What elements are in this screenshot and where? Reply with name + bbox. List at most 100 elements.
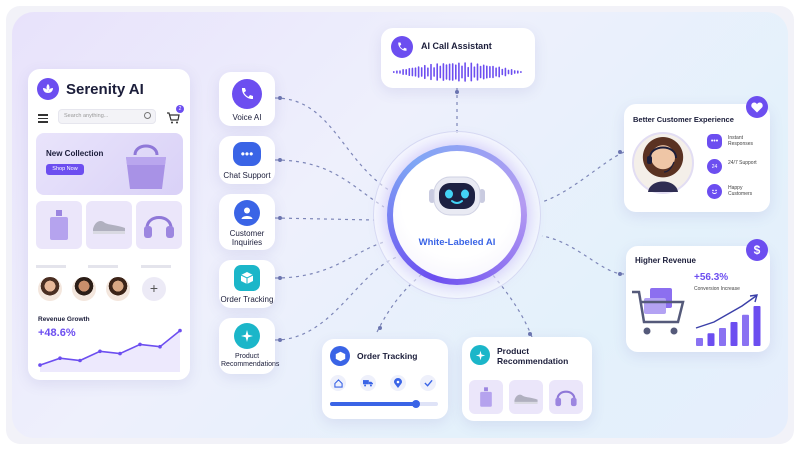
hub-core[interactable]: White-Labeled AI xyxy=(393,151,521,279)
waveform-bar xyxy=(498,66,500,78)
channel-customer-inquiries[interactable]: Customer Inquiries xyxy=(219,194,275,250)
revenue-growth-value: +48.6% xyxy=(38,327,76,339)
experience-item: Instant Responses xyxy=(728,135,754,147)
growth-line xyxy=(39,329,181,366)
experience-item: Happy Customers xyxy=(728,185,753,197)
clock-icon: 24 xyxy=(707,159,722,174)
agent-avatar xyxy=(632,132,694,194)
channel-voice-ai[interactable]: Voice AI xyxy=(219,72,275,126)
waveform-bar xyxy=(451,63,454,81)
waveform-bar xyxy=(464,62,466,82)
perfume-product[interactable] xyxy=(469,380,503,414)
waveform-bar xyxy=(396,70,398,74)
sparkle-icon xyxy=(234,323,260,349)
channel-label: Product Recommendations xyxy=(221,353,280,368)
sneaker-product[interactable] xyxy=(86,201,132,249)
channel-label: Customer Inquiries xyxy=(229,229,265,247)
waveform-bar xyxy=(520,71,522,73)
cart-icon[interactable]: 2 xyxy=(166,105,184,124)
waveform-bar xyxy=(445,64,448,80)
truck-icon xyxy=(360,375,376,391)
search-icon xyxy=(144,112,151,119)
waveform-bar xyxy=(470,62,473,82)
channel-label: Voice AI xyxy=(232,113,262,122)
waveform-bar xyxy=(442,63,445,81)
waveform-bar xyxy=(393,71,395,73)
phone-icon xyxy=(391,36,413,58)
app-title: Serenity AI xyxy=(66,81,144,98)
growth-point xyxy=(38,363,42,367)
waveform-bar xyxy=(455,64,457,80)
tracking-progress-knob[interactable] xyxy=(412,400,421,408)
waveform-bar xyxy=(495,67,497,77)
avatar[interactable] xyxy=(38,277,62,301)
clock-text: 24 xyxy=(711,163,718,170)
waveform-bar xyxy=(467,66,469,78)
line-inquiries xyxy=(274,217,375,221)
perfume-product[interactable] xyxy=(36,201,82,249)
cart-badge: 2 xyxy=(176,105,184,113)
recommendation-title-line2: Recommendation xyxy=(497,356,569,366)
waveform-bar xyxy=(458,62,460,82)
waveform-bar xyxy=(473,66,476,78)
box-icon xyxy=(234,265,260,291)
waveform-bar xyxy=(513,70,516,74)
search-placeholder: Search anything... xyxy=(64,113,109,119)
growth-point xyxy=(58,356,62,360)
trend-arrow-head xyxy=(749,294,758,303)
waveform-bar xyxy=(504,67,507,77)
ai-call-assistant-card[interactable]: AI Call Assistant xyxy=(381,28,535,88)
revenue-title: Higher Revenue xyxy=(635,256,696,265)
growth-point xyxy=(98,349,102,354)
waveform-bar xyxy=(476,63,479,81)
heart-icon xyxy=(746,96,768,118)
channel-order-tracking[interactable]: Order Tracking xyxy=(219,260,275,308)
channel-chat-support[interactable]: ••• Chat Support xyxy=(219,136,275,184)
waveform-bar xyxy=(405,69,407,75)
avatar[interactable] xyxy=(72,277,96,301)
order-tracking-card[interactable]: Order Tracking xyxy=(322,339,448,419)
growth-point xyxy=(138,342,142,347)
avatar[interactable] xyxy=(106,277,130,301)
waveform-bar xyxy=(492,65,494,79)
growth-point xyxy=(78,358,82,363)
headphones-product[interactable] xyxy=(136,201,182,249)
hub-label: White-Labeled AI xyxy=(418,237,496,248)
revenue-growth-chart xyxy=(38,328,182,372)
order-tracking-title: Order Tracking xyxy=(357,351,418,361)
sneaker-product[interactable] xyxy=(509,380,543,414)
shop-now-button[interactable]: Shop Now xyxy=(46,164,84,175)
higher-revenue-card: Higher Revenue +56.3% Conversion Increas… xyxy=(626,246,770,352)
trend-arrow xyxy=(695,295,757,329)
headphones-product[interactable] xyxy=(549,380,583,414)
robot-icon xyxy=(427,173,487,226)
diagram-panel: Serenity AI Search anything... 2 New Col… xyxy=(12,12,788,438)
check-icon xyxy=(420,375,436,391)
recommendation-title-line1: Product xyxy=(497,346,530,356)
growth-point xyxy=(118,351,122,356)
waveform-bar xyxy=(461,65,463,79)
growth-point xyxy=(178,328,182,333)
app-mockup: Serenity AI Search anything... 2 New Col… xyxy=(28,69,190,380)
product-recommendation-card[interactable]: Product Recommendation xyxy=(462,337,592,421)
box-icon xyxy=(330,346,350,366)
waveform-bar xyxy=(507,69,510,75)
location-pin-icon xyxy=(390,375,406,391)
waveform-bar xyxy=(414,67,417,77)
channel-label: Order Tracking xyxy=(220,295,274,304)
dollar-badge: $ xyxy=(753,243,761,257)
phone-icon xyxy=(232,79,262,109)
experience-title: Better Customer Experience xyxy=(633,115,734,124)
waveform-bar xyxy=(510,68,513,76)
waveform-bar xyxy=(411,67,414,77)
search-input[interactable]: Search anything... xyxy=(58,109,156,124)
user-icon xyxy=(234,200,260,226)
waveform-bar xyxy=(420,67,423,77)
add-avatar-button[interactable]: + xyxy=(142,277,166,301)
channel-product-recommendations[interactable]: Product Recommendations xyxy=(219,318,280,374)
smiley-icon xyxy=(707,184,722,199)
connector-lines xyxy=(274,88,625,342)
waveform-bar xyxy=(408,68,411,76)
waveform-bar xyxy=(489,65,491,79)
menu-icon[interactable] xyxy=(38,114,48,123)
